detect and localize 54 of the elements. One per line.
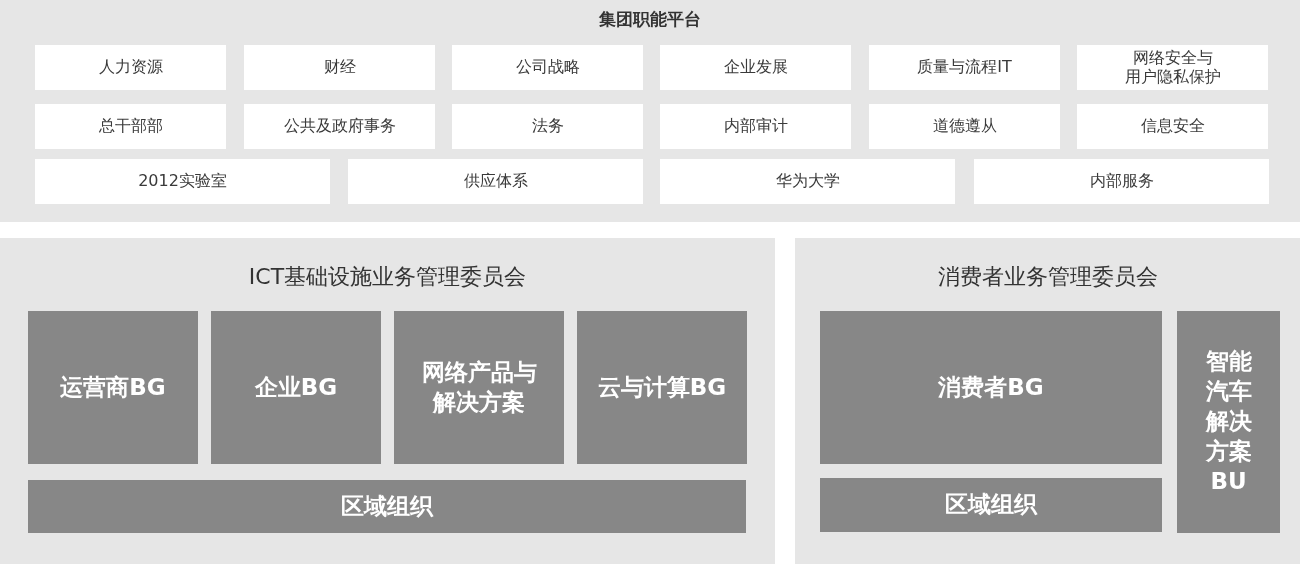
group-panel [0, 238, 775, 564]
business-unit-box [577, 311, 747, 464]
function-box [660, 45, 851, 90]
business-unit-box [28, 480, 746, 533]
unit-label: 华为大学 [775, 172, 840, 191]
panel-title: 集团职能平台 [599, 8, 701, 31]
function-box [35, 45, 226, 90]
unit-label: 企业发展 [723, 58, 788, 77]
unit-label: 运营商BG [60, 372, 166, 402]
unit-label: 2012实验室 [138, 172, 227, 191]
unit-label: 公共及政府事务 [283, 117, 396, 136]
unit-label: 智能汽车解决方案BU [1205, 347, 1252, 496]
business-unit-box [820, 478, 1162, 532]
function-box [1077, 104, 1268, 149]
function-box [660, 159, 955, 204]
function-box [348, 159, 643, 204]
unit-label: 财经 [323, 58, 356, 77]
function-box [869, 45, 1060, 90]
function-box [1077, 45, 1268, 90]
function-box [660, 104, 851, 149]
function-box [452, 104, 643, 149]
unit-label: 区域组织 [945, 490, 1037, 520]
function-box [452, 45, 643, 90]
unit-label: 法务 [531, 117, 564, 136]
unit-label: 人力资源 [98, 58, 163, 77]
unit-label: 总干部部 [98, 117, 163, 136]
business-unit-box [820, 311, 1162, 464]
function-box [244, 45, 435, 90]
panel-title: 消费者业务管理委员会 [937, 263, 1158, 291]
unit-label: 网络安全与用户隐私保护 [1123, 49, 1222, 86]
business-unit-box [1177, 311, 1280, 533]
function-box [244, 104, 435, 149]
unit-label: 供应体系 [463, 172, 528, 191]
panel-title: ICT基础设施业务管理委员会 [248, 263, 527, 291]
group-panel [0, 0, 1300, 222]
business-unit-box [211, 311, 381, 464]
business-unit-box [28, 311, 198, 464]
unit-label: 道德遵从 [932, 117, 997, 136]
function-box [35, 104, 226, 149]
function-box [35, 159, 330, 204]
unit-label: 消费者BG [938, 372, 1044, 402]
unit-label: 云与计算BG [597, 372, 727, 402]
unit-label: 公司战略 [515, 58, 580, 77]
unit-label: 企业BG [254, 372, 338, 402]
function-box [974, 159, 1269, 204]
unit-label: 内部审计 [723, 117, 788, 136]
unit-label: 质量与流程IT [917, 58, 1012, 77]
unit-label: 信息安全 [1140, 117, 1205, 136]
group-panel [795, 238, 1300, 564]
unit-label: 区域组织 [341, 491, 433, 521]
unit-label: 内部服务 [1089, 172, 1154, 191]
unit-label: 网络产品与解决方案 [421, 357, 537, 417]
function-box [869, 104, 1060, 149]
business-unit-box [394, 311, 564, 464]
